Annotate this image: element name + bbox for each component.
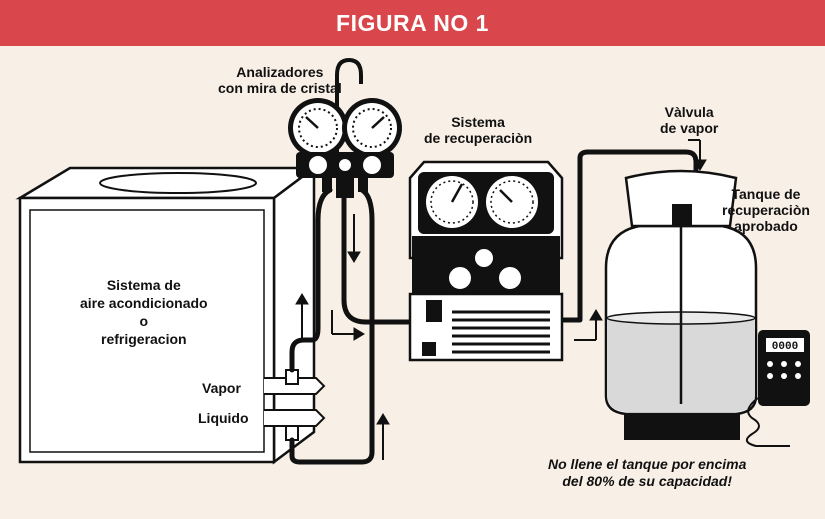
figure-header: FIGURA NO 1 [0, 0, 825, 46]
warning-note: No llene el tanque por encima del 80% de… [548, 456, 747, 489]
arrow-icon [688, 139, 707, 171]
label-analyzers: Analizadores con mira de cristal [218, 64, 342, 96]
label-vapor-port: Vapor [202, 380, 241, 396]
figure-title: FIGURA NO 1 [336, 9, 489, 36]
label-vapor-valve: Vàlvula de vapor [660, 104, 719, 136]
arrow-icon [347, 214, 361, 263]
flow-arrows [295, 139, 707, 460]
recovery-machine-icon [408, 160, 564, 362]
scale-readout: 0000 [772, 341, 798, 353]
arrow-icon [295, 293, 309, 340]
label-recovery-system: Sistema de recuperaciòn [424, 114, 533, 146]
arrow-icon [574, 309, 603, 341]
ac-port-stubs [264, 369, 326, 441]
label-liquid-port: Liquido [198, 410, 249, 426]
arrow-icon [331, 310, 365, 341]
label-ac-system: Sistema de aire acondicionado o refriger… [80, 277, 208, 347]
manifold-gauge-icon [288, 57, 402, 198]
recovery-tank-icon [604, 169, 758, 440]
label-tank: Tanque de recuperaciòn aprobado [722, 186, 810, 234]
digital-scale-icon [745, 330, 810, 447]
arrow-icon [376, 413, 390, 460]
